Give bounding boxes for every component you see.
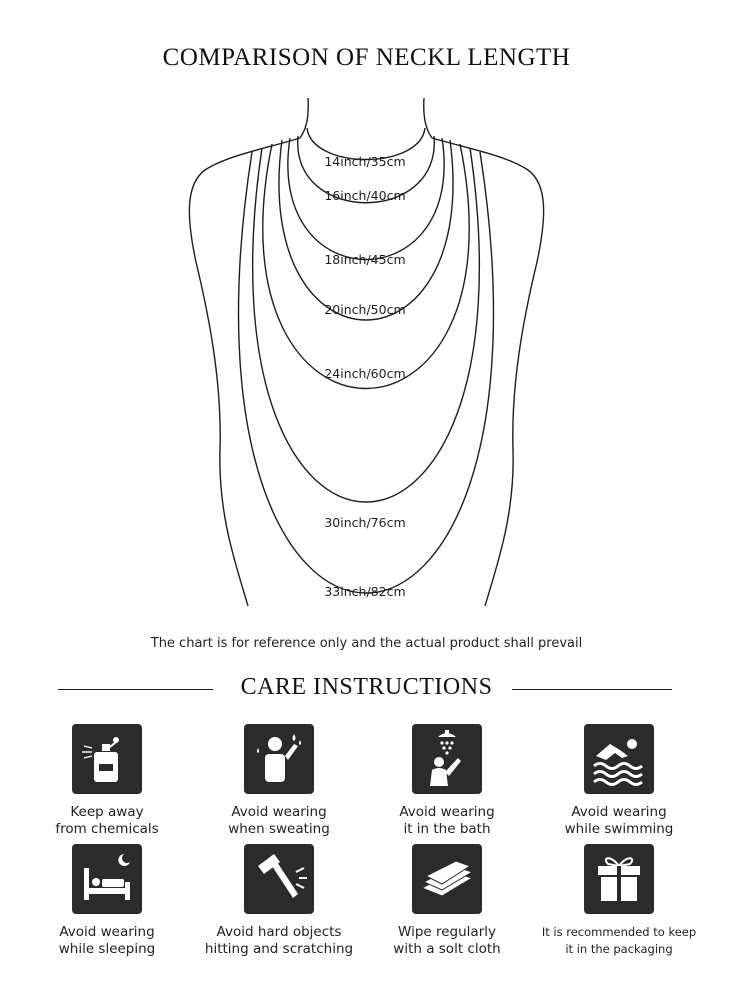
divider-left	[58, 689, 213, 690]
care-label: Avoid hard objects hitting and scratchin…	[204, 924, 354, 957]
hammer-icon	[244, 844, 314, 914]
divider-right	[512, 689, 672, 690]
care-label: Wipe regularly with a solt cloth	[393, 924, 501, 957]
care-label: Avoid wearing when sweating	[228, 804, 330, 837]
care-label: Avoid wearing while sleeping	[58, 924, 156, 957]
gift-box-icon	[584, 844, 654, 914]
neck-outline	[423, 97, 433, 139]
perfume-icon	[72, 724, 142, 794]
reference-note: The chart is for reference only and the …	[150, 636, 583, 651]
length-label-14: 14inch/35cm	[324, 154, 405, 169]
length-label-33: 33inch/82cm	[324, 584, 405, 599]
torso-outline	[431, 137, 545, 607]
care-label: It is recommended to keep it in the pack…	[541, 925, 697, 956]
sweating-icon	[244, 724, 314, 794]
care-label: Avoid wearing while swimming	[564, 804, 674, 837]
care-item-sleeping: Avoid wearing while sleeping	[22, 844, 192, 958]
care-label: Keep away from chemicals	[55, 804, 159, 837]
care-item-swimming: Avoid wearing while swimming	[534, 724, 704, 838]
length-label-20: 20inch/50cm	[324, 302, 405, 317]
page-title: COMPARISON OF NECKL LENGTH	[162, 44, 571, 71]
care-item-hard-objects: Avoid hard objects hitting and scratchin…	[194, 844, 364, 958]
shower-icon	[412, 724, 482, 794]
bed-icon	[72, 844, 142, 914]
care-item-packaging: It is recommended to keep it in the pack…	[534, 844, 704, 958]
torso-outline	[188, 137, 301, 607]
care-item-cloth: Wipe regularly with a solt cloth	[362, 844, 532, 958]
neck-outline	[299, 97, 309, 139]
necklace-16-line	[297, 135, 435, 204]
care-instructions-heading: CARE INSTRUCTIONS	[240, 674, 493, 700]
swimming-icon	[584, 724, 654, 794]
care-item-chemicals: Keep away from chemicals	[22, 724, 192, 838]
care-label: Avoid wearing it in the bath	[399, 804, 495, 837]
necklace-24-line	[262, 143, 470, 390]
necklace-18-line	[287, 137, 445, 261]
care-item-sweating: Avoid wearing when sweating	[194, 724, 364, 838]
cloth-icon	[412, 844, 482, 914]
neck-length-diagram: 14inch/35cm 16inch/40cm 18inch/45cm 20in…	[188, 97, 545, 607]
length-label-24: 24inch/60cm	[324, 366, 405, 381]
necklace-14-line	[306, 127, 426, 161]
necklace-20-line	[278, 139, 454, 321]
necklace-30-line	[252, 147, 480, 503]
length-label-30: 30inch/76cm	[324, 515, 405, 530]
length-label-18: 18inch/45cm	[324, 252, 405, 267]
necklace-33-line	[237, 151, 495, 594]
length-label-16: 16inch/40cm	[324, 188, 405, 203]
care-item-bath: Avoid wearing it in the bath	[362, 724, 532, 838]
